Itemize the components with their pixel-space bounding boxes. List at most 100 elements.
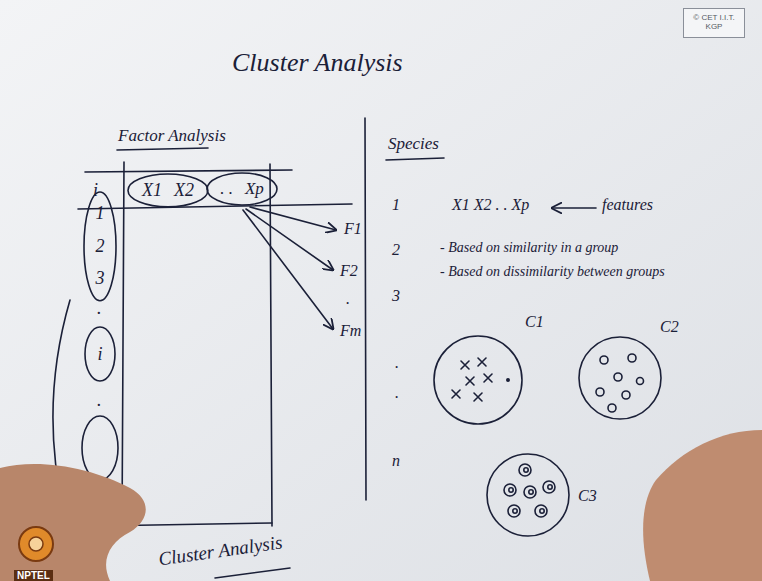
label-holder: 3	[392, 287, 400, 305]
note: - Based on similarity in a group	[440, 240, 618, 255]
label-holder: Factor Analysis	[118, 126, 226, 146]
table-line	[85, 170, 292, 172]
ellipsis: .	[97, 298, 102, 318]
divider-line	[365, 118, 366, 500]
oval-line	[84, 192, 116, 301]
at-marks	[504, 464, 555, 517]
variable-name: X1	[142, 180, 162, 201]
oval-line	[434, 336, 522, 424]
row-number: 1	[392, 196, 400, 213]
logo-text: NPTEL	[14, 570, 53, 581]
heading: Factor Analysis	[118, 126, 226, 145]
row-oval	[82, 416, 118, 480]
variable-name: 2	[96, 236, 105, 257]
oval-outline	[433, 335, 523, 425]
variable-name: X2	[174, 180, 194, 201]
oval-outline	[127, 173, 209, 208]
title-holder: Cluster Analysis	[232, 48, 403, 78]
underline	[117, 148, 208, 150]
factor-name: F2	[340, 262, 358, 279]
label-holder: .	[97, 298, 102, 319]
watermark-text: © CET I.I.T. KGP	[689, 14, 739, 32]
row-number: n	[392, 452, 400, 469]
factor-name: F1	[344, 220, 362, 237]
variable-name: 1	[96, 203, 105, 224]
note: - Based on dissimilarity between groups	[440, 264, 665, 280]
oval-line	[207, 173, 277, 205]
variable-name: Xp	[245, 179, 264, 199]
label-holder: Species	[388, 134, 439, 154]
label-holder: .	[346, 290, 350, 308]
watermark-box: © CET I.I.T. KGP	[683, 8, 745, 38]
cluster-circle: C3	[486, 453, 570, 537]
row-number: 3	[392, 287, 400, 304]
grouping-oval: 1 2 3	[83, 191, 117, 302]
oval-outline	[578, 336, 662, 420]
oval-outline	[206, 172, 278, 206]
pointer-arrow	[552, 207, 596, 209]
heading: Species	[388, 134, 439, 153]
label-holder: 1	[392, 196, 400, 214]
ellipsis: .	[346, 290, 350, 307]
label-holder: 2	[392, 241, 400, 259]
label-holder: - Based on dissimilarity between groups	[440, 262, 665, 280]
cross-marks	[452, 358, 509, 401]
ellipsis: .	[395, 354, 399, 371]
table-line	[78, 204, 352, 209]
hand	[0, 464, 146, 581]
factor-arrow	[243, 210, 333, 329]
grouping-oval: X1 X2	[127, 173, 209, 208]
text-holder: X1 X2	[127, 173, 209, 208]
oval-line	[85, 327, 115, 381]
oval-line	[579, 337, 661, 419]
cluster-circle: C2	[578, 336, 662, 420]
label-holder: .	[395, 384, 399, 402]
title: Cluster Analysis	[232, 48, 403, 77]
underline	[215, 568, 290, 578]
logo	[19, 527, 53, 561]
factor-name: Fm	[340, 322, 361, 339]
table-line	[122, 162, 124, 526]
circle-marks	[596, 354, 644, 412]
label-holder: Fm	[340, 322, 361, 340]
factor-arrow	[246, 209, 333, 270]
underline	[386, 158, 444, 160]
label-holder: i	[93, 180, 98, 201]
grouping-oval: i	[84, 326, 116, 382]
cluster-circle: C1	[433, 335, 523, 425]
label-holder: X1 X2 . . Xp	[452, 196, 529, 214]
text-holder: © CET I.I.T. KGP	[684, 9, 744, 37]
label-holder: F2	[340, 262, 358, 280]
oval-line	[487, 454, 569, 536]
ellipsis: .	[97, 390, 102, 410]
text-holder: i	[84, 326, 116, 382]
label-holder: NPTEL	[14, 565, 53, 581]
feature-list: X1 X2 . . Xp	[452, 196, 529, 213]
label-holder: F1	[344, 220, 362, 238]
row-number: 2	[392, 241, 400, 258]
label-holder: .	[97, 390, 102, 411]
cluster-name: C1	[525, 313, 544, 331]
ellipsis: .	[395, 384, 399, 401]
cluster-name: C3	[578, 487, 597, 505]
oval-outline	[486, 453, 570, 537]
text-holder: . . Xp	[206, 172, 278, 206]
factor-arrow	[250, 207, 336, 230]
table-line	[270, 164, 272, 526]
cluster-name: C2	[660, 318, 679, 336]
variable-name: 3	[96, 268, 105, 289]
oval-line	[128, 174, 208, 207]
variable-name: . .	[220, 179, 233, 199]
variable-name: i	[97, 344, 102, 365]
label-holder: n	[392, 452, 400, 470]
grouping-oval: . . Xp	[206, 172, 278, 206]
label-holder: features	[602, 196, 653, 214]
label-holder: .	[395, 354, 399, 372]
note: features	[602, 196, 653, 213]
label-holder: - Based on similarity in a group	[440, 238, 618, 256]
label-holder: Cluster Analysis	[158, 540, 283, 562]
